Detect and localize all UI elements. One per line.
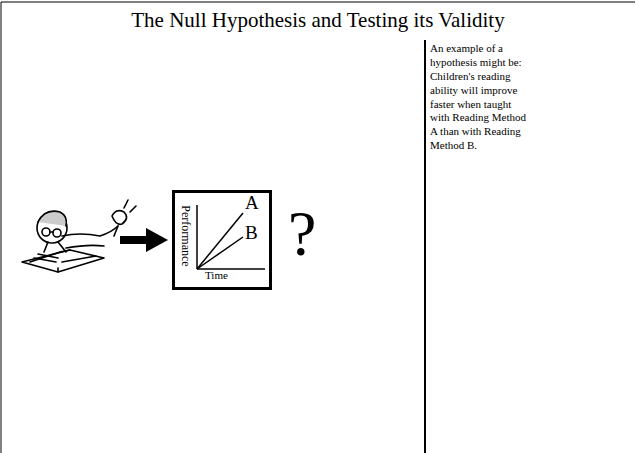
series-label: A (245, 193, 259, 212)
slide-title: The Null Hypothesis and Testing its Vali… (0, 8, 636, 33)
series-label: B (245, 223, 258, 242)
frame-line (1, 2, 2, 453)
question-mark: ? (288, 202, 316, 266)
child-reading-figure (22, 200, 136, 272)
y-axis (196, 205, 198, 269)
frame-line (1, 2, 635, 3)
hypothesis-text: Children's reading ability will improve … (430, 70, 528, 153)
flow-arrow (120, 228, 168, 252)
axis-label: Performance (180, 197, 192, 275)
line-a (197, 213, 243, 269)
line-b (197, 237, 243, 269)
column-divider (424, 40, 426, 453)
axis-label: Time (205, 270, 228, 281)
graph-box: PerformanceTime AB (172, 190, 272, 290)
note-text: An example of a hypothesis might be: (430, 42, 528, 70)
